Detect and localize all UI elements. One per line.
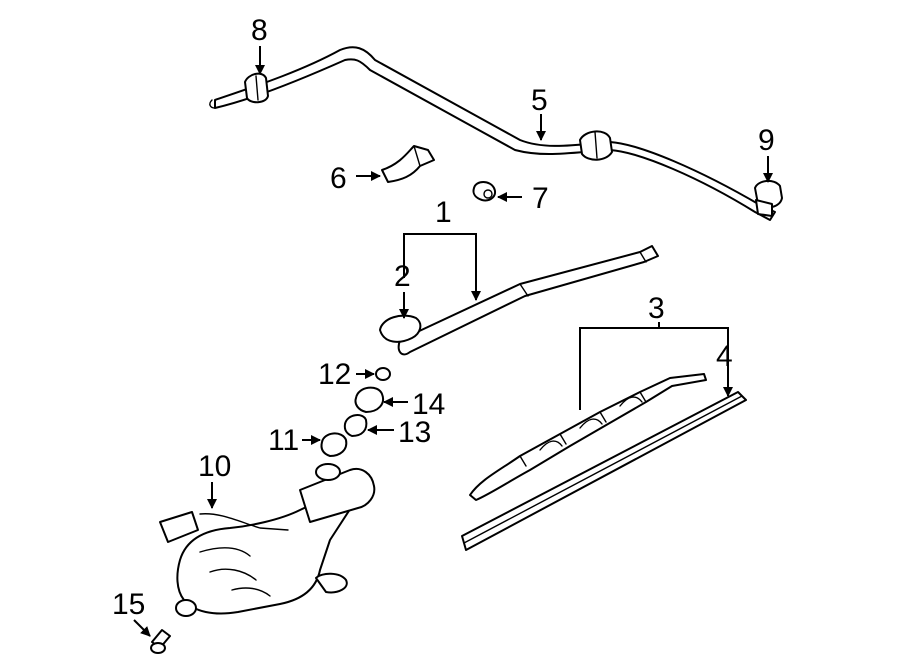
callout-14: 14: [412, 388, 445, 421]
callout-11: 11: [268, 424, 299, 457]
callout-15: 15: [112, 588, 145, 621]
wiper-arm: [397, 245, 659, 356]
washer-nozzle: [754, 180, 783, 217]
small-clip: [472, 181, 496, 202]
callout-13: 13: [398, 416, 431, 449]
leader-lines: [133, 46, 773, 637]
callout-labels: 1 2 3 4 5 6 7 8 9 10 11 12 13 14 15: [112, 14, 775, 621]
wiper-motor: [159, 463, 376, 617]
washer-hose: [209, 46, 776, 221]
callout-9: 9: [758, 124, 775, 157]
hose-grommet: [244, 72, 269, 104]
arm-cover-cap: [379, 314, 422, 343]
callout-5: 5: [531, 84, 548, 117]
hose-clip: [381, 145, 435, 183]
callout-6: 6: [330, 162, 347, 195]
callout-2: 2: [394, 260, 411, 293]
pivot-seal: [343, 414, 368, 437]
callout-3: 3: [648, 292, 665, 325]
pivot-bushing: [320, 432, 348, 457]
nut: [375, 367, 391, 381]
pivot-cap: [354, 386, 384, 413]
mounting-bolt: [150, 629, 171, 654]
callout-8: 8: [251, 14, 268, 47]
callout-4: 4: [716, 340, 733, 373]
callout-10: 10: [198, 450, 231, 483]
blade-insert: [461, 391, 747, 551]
callout-7: 7: [532, 182, 549, 215]
callout-1: 1: [435, 196, 452, 229]
callout-12: 12: [318, 358, 351, 391]
wiper-blade: [469, 373, 707, 501]
hose-joint: [579, 130, 613, 161]
